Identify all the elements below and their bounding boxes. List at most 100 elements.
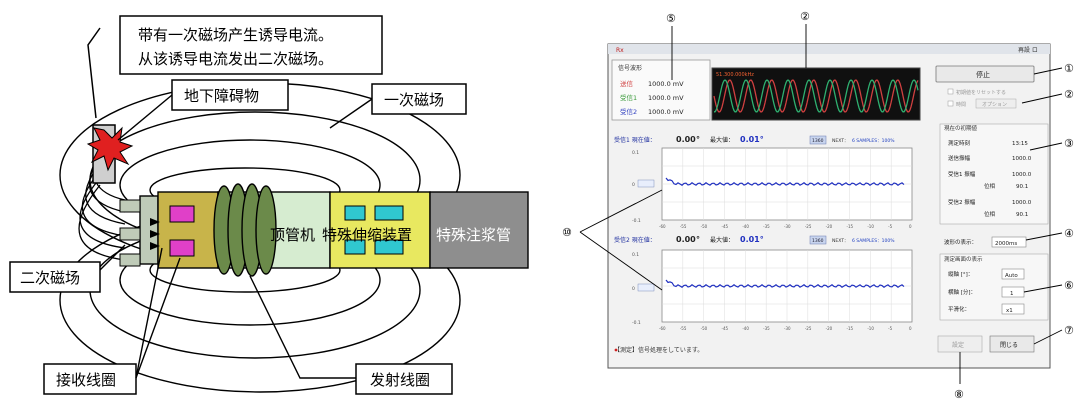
waveform-transmit [713, 79, 919, 113]
plot1-header: 受信1 現在値： 0.00 ° 最大値： 0.01° 1360 NEXT： 6 … [614, 135, 895, 145]
signal-row-value-rx1: 1000.0 mV [648, 94, 684, 102]
vertical-axis-select[interactable] [1001, 268, 1025, 280]
segment-grout-label: 特殊注浆管 [436, 226, 511, 244]
plot1-zoom-button[interactable] [809, 135, 827, 145]
x-tick-label: -15 [847, 224, 854, 229]
plot2-current: 0.00 [676, 235, 696, 244]
oscilloscope-display: 51.300.000kHz [711, 67, 921, 121]
plot1-marker [637, 179, 655, 188]
obstacle-label: 地下障碍物 [184, 87, 259, 105]
initial-row-label: 位相 [984, 210, 996, 218]
callout-8: ⑧ [954, 388, 964, 401]
plot1-max-label: 最大値： [710, 136, 734, 144]
plot1-y-top: 0.1 [632, 150, 639, 156]
detector-software-panel: Rx 再設 ロ 信号波形 送信 1000.0 mV 受信1 1000.0 mV … [540, 0, 1080, 420]
sensor-arrow [150, 218, 160, 226]
option-button[interactable] [975, 98, 1017, 109]
receiver-coil-block [169, 205, 195, 223]
x-tick-label: -35 [763, 224, 770, 229]
initial-row-value: 1000.0 [1012, 200, 1032, 206]
plot2-area: 0.1 0 -0.1 -60-55-50-45-40-35-30-25-20-1… [632, 249, 913, 331]
callout-10: ⑩ [562, 226, 572, 239]
x-tick-label: -45 [722, 326, 729, 331]
plot2-max-label: 最大値： [710, 236, 734, 244]
telescopic-device [329, 191, 431, 269]
signal-row-label-rx2: 受信2 [620, 107, 637, 116]
signal-row-label-transmit: 送信 [620, 79, 634, 88]
plot1-y-mid: 0 [632, 182, 635, 188]
plot1-next: NEXT： [832, 138, 848, 144]
initial-row-label: 測定時刻 [948, 139, 971, 147]
callout-1: ① [1064, 62, 1074, 75]
x-tick-label: -40 [742, 326, 749, 331]
measure-row-value: Auto [1005, 273, 1018, 279]
plot2-zoom: 1360 [812, 238, 824, 244]
plot1-label: 受信1 現在値： [614, 136, 656, 144]
time-checkbox[interactable] [947, 100, 954, 107]
device-block [344, 239, 366, 255]
initial-row-value: 90.1 [1016, 212, 1028, 218]
initial-row-value: 90.1 [1016, 184, 1028, 190]
x-tick-label: -60 [659, 326, 666, 331]
signal-row-value-rx2: 1000.0 mV [648, 108, 684, 116]
plot1-max: 0.01° [740, 135, 764, 144]
grout-pipe [429, 191, 529, 269]
caption-leader [87, 27, 101, 119]
x-tick-label: -5 [888, 326, 892, 331]
plot1-trace [665, 177, 905, 186]
plot2-y-mid: 0 [632, 286, 635, 292]
waveform-display-select[interactable] [991, 236, 1027, 248]
callout-2: ② [1064, 88, 1074, 101]
status-dot-icon [614, 348, 618, 352]
induction-burst-icon [86, 126, 134, 172]
signal-legend-box: 信号波形 送信 1000.0 mV 受信1 1000.0 mV 受信2 1000… [611, 59, 711, 121]
obstacle-label-box: 地下障碍物 [117, 79, 289, 141]
callout-5: ⑤ [666, 12, 676, 25]
transmitter-coil-label-box: 发射线圈 [249, 275, 453, 395]
plot2-zoom-button[interactable] [809, 235, 827, 245]
measure-row-value: 1 [1010, 291, 1014, 297]
x-tick-label: -50 [701, 224, 708, 229]
receiver-coil-block [169, 239, 195, 257]
detection-principle-diagram: 顶管机 特殊伸缩装置 特殊注浆管 带有一次磁场产生诱导电流。 从该诱导电流发出二… [9, 15, 529, 395]
diagram-canvas: 顶管机 特殊伸缩装置 特殊注浆管 带有一次磁场产生诱导电流。 从该诱导电流发出二… [9, 15, 529, 395]
coil-winding [255, 185, 277, 275]
transmitter-coil [213, 183, 277, 277]
reset-initial-checkbox[interactable] [947, 88, 954, 95]
plot2-label: 受信2 現在値： [614, 236, 656, 244]
software-canvas: Rx 再設 ロ 信号波形 送信 1000.0 mV 受信1 1000.0 mV … [562, 10, 1074, 401]
pipe-lug [119, 227, 141, 241]
measure-group-title: 測定画面の表示 [944, 255, 983, 263]
plot1-samples: 6 SAMPLES：100% [852, 138, 895, 144]
signal-row-label-rx1: 受信1 [620, 93, 637, 102]
time-label: 時間 [956, 102, 966, 108]
plot1-area: 0.1 0 -0.1 -60-55-50-45-40-35-30-25-20-1… [632, 147, 913, 229]
primary-field-label-box: 一次磁场 [329, 83, 467, 129]
secondary-line [79, 177, 126, 249]
secondary-line [81, 170, 126, 237]
measure-row-label: 縦軸 [°]： [948, 270, 973, 278]
x-tick-label: -60 [659, 224, 666, 229]
status-text: 【測定】信号処理をしています。 [614, 346, 703, 354]
x-tick-label: -20 [826, 224, 833, 229]
x-tick-label: -25 [805, 224, 812, 229]
transmitter-coil-label: 发射线圈 [370, 371, 430, 389]
caption-line1: 带有一次磁场产生诱导电流。 [138, 26, 333, 44]
device-block [374, 205, 404, 221]
initial-row-value: 1000.0 [1012, 156, 1032, 162]
plot2-y-bot: -0.1 [632, 320, 641, 326]
callout-leaders [579, 24, 1063, 384]
callout-3: ③ [1064, 137, 1074, 150]
waveform-receive [714, 79, 919, 113]
smoothing-select[interactable] [1001, 303, 1025, 315]
caption-line2: 从该诱导电流发出二次磁场。 [138, 50, 333, 68]
receiver-coil-label: 接收线圈 [56, 371, 116, 389]
initial-values-group: 現在の初期値 測定時刻 13:15 送信振幅 1000.0 受信1 振幅 100… [939, 123, 1049, 225]
plot2-trace [665, 279, 905, 288]
reset-initial-label: 初期値をリセットする [956, 89, 1006, 96]
stop-button-group: 停止 [935, 65, 1035, 83]
plot1-current: 0.00 [676, 135, 696, 144]
waveform-display-label: 波形の表示： [944, 238, 977, 246]
x-tick-label: -10 [867, 224, 874, 229]
window-controls[interactable]: 再設 ロ [1018, 46, 1038, 54]
